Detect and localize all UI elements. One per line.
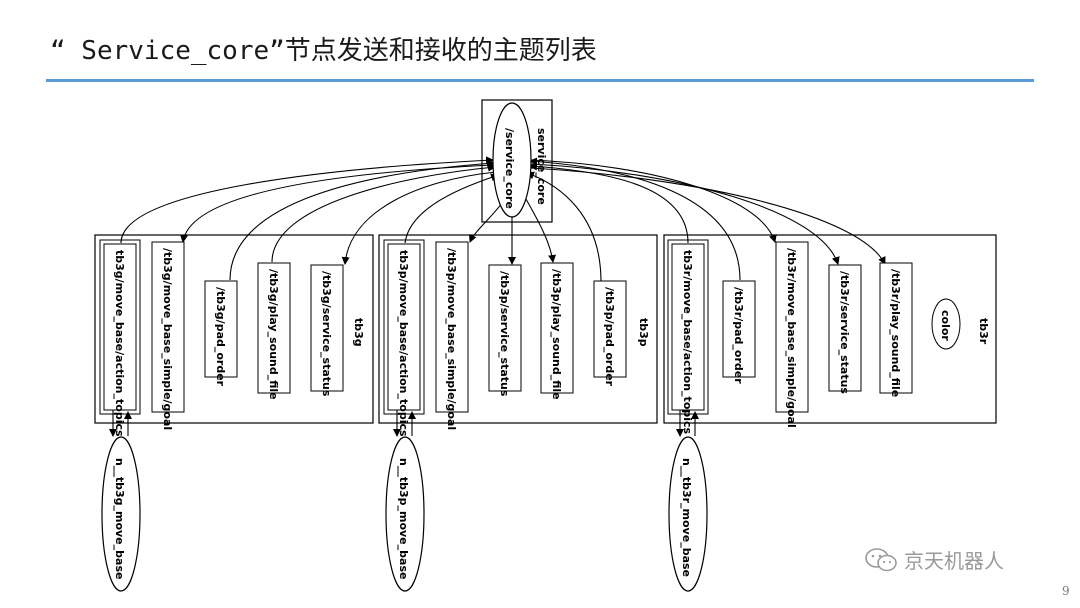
topic-box bbox=[151, 241, 185, 413]
topic-box bbox=[828, 264, 862, 392]
topic-box bbox=[99, 239, 141, 415]
wechat-icon bbox=[865, 547, 897, 571]
topic-box bbox=[257, 262, 291, 394]
node-label-color: color bbox=[939, 310, 952, 341]
edge-core-to-tb3r-sound bbox=[530, 167, 886, 265]
topic-label: /tb3g/service_status bbox=[320, 271, 333, 397]
group-label-tb3g: tb3g bbox=[352, 318, 365, 347]
edge-tb3r-pad-to-core bbox=[529, 157, 741, 281]
edge-tb3r-action-to-core bbox=[529, 162, 689, 244]
node-label-tb3r-move-base: n__tb3r_move_base bbox=[680, 458, 693, 577]
topic-label: tb3p/move_base/action_topics bbox=[397, 250, 410, 437]
topic-label: tb3g/move_base/action_topics bbox=[113, 250, 126, 437]
watermark: 京天机器人 bbox=[864, 545, 1004, 574]
edge-core-to-tb3g-status bbox=[341, 171, 497, 265]
node-label-tb3p-move-base: n__tb3p_move_base bbox=[397, 458, 410, 579]
topic-label: /tb3p/pad_order bbox=[603, 287, 616, 387]
topic-label: /tb3g/play_sound_file bbox=[267, 269, 280, 400]
edge-core-to-tb3g-goal bbox=[179, 164, 494, 243]
group-service-core: service_core /service_core bbox=[481, 99, 553, 223]
edge-core-to-tb3r-status bbox=[530, 163, 840, 265]
topic-label: /tb3g/move_base_simple/goal bbox=[161, 248, 174, 430]
topic-label: /tb3r/pad_order bbox=[732, 287, 745, 384]
watermark-text: 京天机器人 bbox=[904, 549, 1004, 573]
topic-box bbox=[204, 280, 238, 378]
topic-label: /tb3p/service_status bbox=[498, 271, 511, 397]
group-label-tb3r: tb3r bbox=[977, 318, 990, 345]
edge-tb3p-action-to-core bbox=[404, 173, 499, 244]
group-tb3r: tb3r tb3r/move_base/action_topics /tb3r/… bbox=[663, 234, 997, 435]
topic-label: /tb3r/service_status bbox=[838, 271, 851, 394]
edge-tb3g-action-to-core bbox=[120, 156, 494, 244]
group-tb3p: tb3p tb3p/move_base/action_topics /tb3p/… bbox=[378, 234, 658, 437]
topic-box bbox=[593, 280, 627, 378]
topic-box bbox=[435, 241, 469, 413]
node-service-core bbox=[492, 102, 532, 218]
topic-box bbox=[310, 264, 344, 392]
topic-label: tb3r/move_base/action_topics bbox=[681, 250, 694, 435]
group-label-tb3p: tb3p bbox=[637, 318, 650, 347]
topic-box bbox=[488, 264, 522, 392]
group-tb3g: tb3g tb3g/move_base/action_topics /tb3g/… bbox=[94, 234, 374, 437]
topic-label: /tb3g/pad_order bbox=[214, 287, 227, 387]
move-base-nodes: n__tb3g_move_base n__tb3p_move_base n__t… bbox=[101, 436, 708, 592]
node-label-service-core: /service_core bbox=[503, 128, 516, 209]
topic-label: /tb3p/play_sound_file bbox=[550, 269, 563, 400]
title-underline bbox=[46, 79, 1034, 82]
topic-label: /tb3r/play_sound_file bbox=[889, 269, 902, 397]
group-label-service-core: service_core bbox=[535, 128, 548, 205]
slide-title: “ Service_core”节点发送和接收的主题列表 bbox=[50, 36, 597, 66]
node-tb3r-move-base bbox=[668, 436, 708, 592]
topic-box bbox=[540, 262, 574, 394]
topic-label: /tb3r/move_base_simple/goal bbox=[785, 248, 798, 428]
edge-core-to-tb3r-goal bbox=[530, 159, 777, 243]
node-tb3p-move-base bbox=[385, 436, 425, 592]
node-tb3g-move-base bbox=[101, 436, 141, 592]
topic-label: /tb3p/move_base_simple/goal bbox=[445, 248, 458, 430]
edge-tb3g-sound-to-core bbox=[271, 163, 496, 263]
topic-box bbox=[722, 280, 756, 378]
page-number: 9 bbox=[1062, 584, 1070, 598]
topic-box bbox=[879, 262, 913, 394]
topic-box bbox=[667, 239, 709, 415]
node-color bbox=[931, 298, 961, 350]
topic-box bbox=[383, 239, 425, 415]
edge-tb3p-pad-to-core bbox=[526, 171, 602, 283]
node-label-tb3g-move-base: n__tb3g_move_base bbox=[113, 458, 126, 579]
topic-box bbox=[775, 241, 809, 413]
